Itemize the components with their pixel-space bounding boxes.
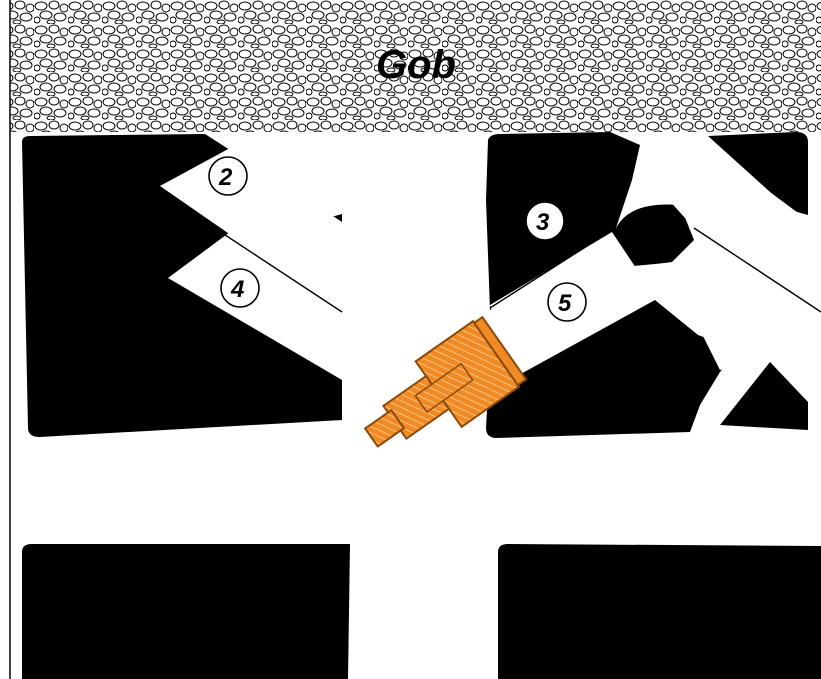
pillar-right-middle [612, 204, 694, 268]
pillar-lower-middle [486, 300, 740, 438]
pillar-top-right [708, 132, 808, 215]
cut-band-left-lower [168, 232, 342, 380]
continuous-miner-icon [363, 315, 528, 448]
svg-text:3: 3 [536, 209, 550, 236]
gob-area: Gob [9, 0, 821, 679]
cut-label-5: 5 [547, 282, 587, 322]
cut-band-far-right-lower [634, 262, 821, 408]
cut-label-4: 4 [220, 268, 260, 308]
gob-label: Gob [376, 43, 456, 87]
cut-label-3: 3 [525, 201, 565, 241]
cut-band-left [160, 148, 342, 312]
cuts [160, 140, 821, 408]
coal-pillars [22, 132, 821, 679]
cut-label-2: 2 [208, 156, 248, 196]
pillar-bottom-left [22, 544, 350, 679]
pillar-lower-right [720, 362, 808, 430]
cut-band-far-right [640, 140, 821, 308]
svg-text:4: 4 [230, 276, 244, 303]
svg-text:5: 5 [558, 290, 572, 317]
svg-text:2: 2 [218, 164, 233, 191]
pillar-bottom-right [498, 544, 821, 679]
